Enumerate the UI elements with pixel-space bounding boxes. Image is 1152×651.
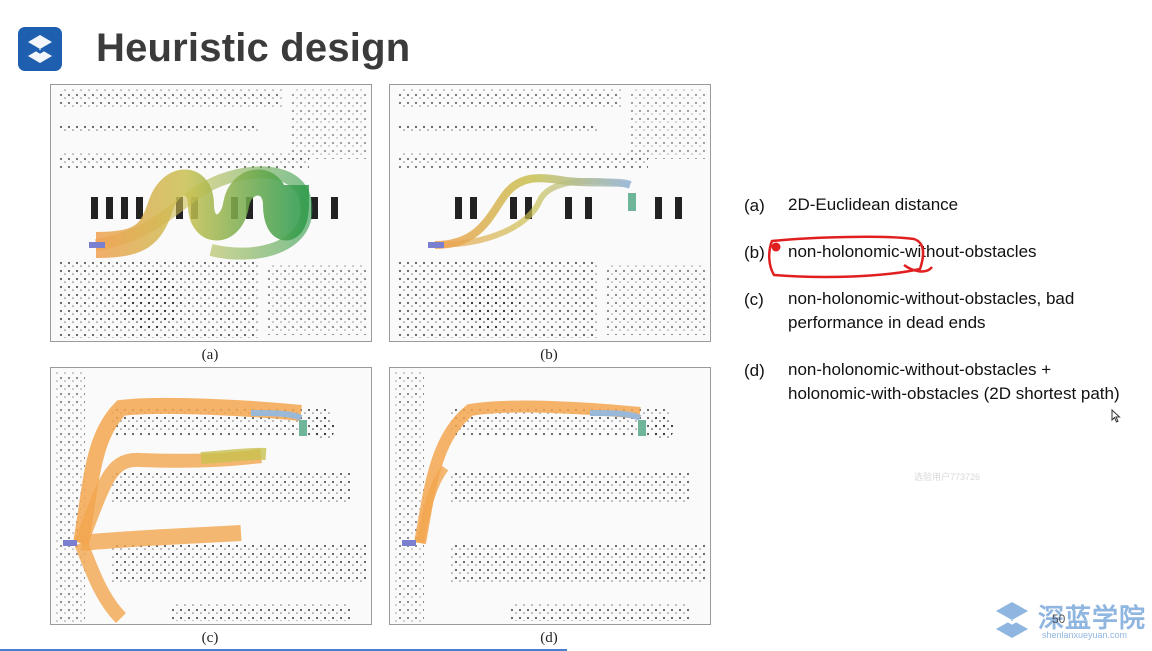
item-label: (c) bbox=[744, 290, 764, 309]
item-label: (b) bbox=[744, 243, 765, 262]
item-text: non-holonomic-without-obstacles bbox=[788, 240, 1148, 264]
caption-a: (a) bbox=[201, 347, 219, 363]
item-line: performance in dead ends bbox=[788, 313, 986, 332]
mouse-cursor-icon bbox=[1111, 408, 1121, 428]
viewer-watermark: 选验用户773726 bbox=[914, 472, 981, 482]
figure-panel-b bbox=[389, 84, 711, 342]
item-line: non-holonomic-without-obstacles bbox=[788, 242, 1037, 261]
item-text: non-holonomic-without-obstacles + holono… bbox=[788, 358, 1148, 406]
brand-url: shenlanxueyuan.com bbox=[1042, 630, 1128, 640]
page-number: 50 bbox=[1052, 612, 1066, 626]
parking-lot-search-d bbox=[390, 368, 710, 624]
parking-lot-search-b bbox=[390, 85, 710, 341]
item-label: (a) bbox=[744, 196, 765, 215]
item-line: holonomic-with-obstacles (2D shortest pa… bbox=[788, 384, 1120, 403]
caption-d: (d) bbox=[540, 630, 558, 646]
figure-panel-c bbox=[50, 367, 372, 625]
brand-name: 深蓝学院 bbox=[1038, 603, 1147, 633]
red-highlight-annotation bbox=[764, 235, 934, 288]
figure-panel-d bbox=[389, 367, 711, 625]
item-label: (d) bbox=[744, 361, 765, 380]
item-line: non-holonomic-without-obstacles, bad bbox=[788, 289, 1075, 308]
caption-c: (c) bbox=[201, 630, 219, 646]
item-text: non-holonomic-without-obstacles, bad per… bbox=[788, 287, 1148, 335]
slide-bottom-bar bbox=[0, 649, 567, 651]
parking-lot-search-c bbox=[51, 368, 371, 624]
parking-lot-search-a bbox=[51, 85, 371, 341]
item-text: 2D-Euclidean distance bbox=[788, 193, 1148, 217]
slide-title: Heuristic design bbox=[96, 26, 411, 70]
figure-panel-a bbox=[50, 84, 372, 342]
item-line: 2D-Euclidean distance bbox=[788, 195, 959, 214]
brand-logo-icon bbox=[996, 602, 1028, 638]
company-logo bbox=[18, 27, 62, 71]
caption-b: (b) bbox=[540, 347, 558, 363]
item-line: non-holonomic-without-obstacles + bbox=[788, 360, 1052, 379]
brand-watermark: 深蓝学院 shenlanxueyuan.com bbox=[990, 596, 1150, 644]
